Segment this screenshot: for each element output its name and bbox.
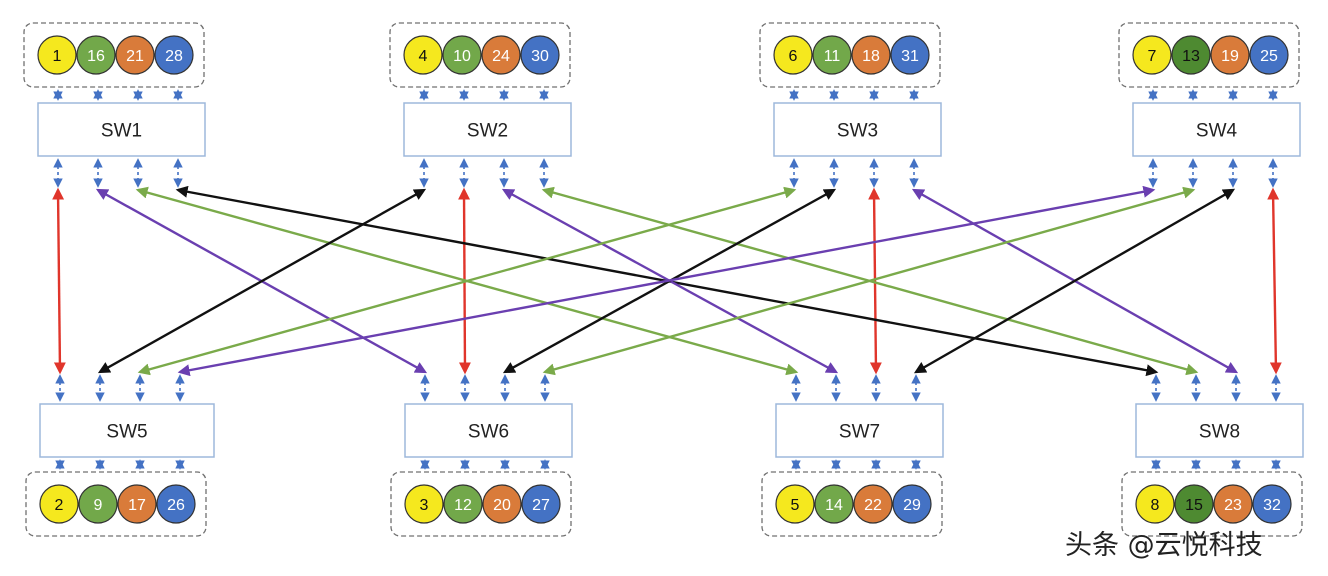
node-label-5: 5: [791, 497, 800, 514]
switch-box-sw1: [37, 102, 206, 157]
node-circle-25: [1249, 35, 1289, 75]
node-circle-6: [773, 35, 813, 75]
node-circle-21: [115, 35, 155, 75]
node-label-29: 29: [903, 497, 921, 514]
node-circle-32: [1252, 484, 1292, 524]
node-circle-18: [851, 35, 891, 75]
node-label-7: 7: [1148, 48, 1157, 65]
node-label-6: 6: [789, 48, 798, 65]
node-circle-16: [76, 35, 116, 75]
node-label-11: 11: [824, 48, 841, 65]
node-label-23: 23: [1224, 497, 1242, 514]
node-label-8: 8: [1151, 497, 1160, 514]
node-label-32: 32: [1263, 497, 1281, 514]
switch-box-sw7: [775, 403, 944, 458]
switch-label-sw7: SW7: [839, 422, 880, 443]
switch-box-sw8: [1135, 403, 1304, 458]
switch-box-sw2: [403, 102, 572, 157]
switch-box-sw3: [773, 102, 942, 157]
node-label-13: 13: [1182, 48, 1200, 65]
node-label-12: 12: [454, 497, 472, 514]
node-label-28: 28: [165, 48, 183, 65]
node-label-3: 3: [420, 497, 429, 514]
node-group-box-sw5: [25, 471, 207, 537]
node-label-1: 1: [53, 48, 62, 65]
node-group-box-sw8: [1121, 471, 1303, 537]
node-circle-24: [481, 35, 521, 75]
node-label-9: 9: [94, 497, 103, 514]
switch-label-sw3: SW3: [837, 121, 878, 142]
switch-label-sw1: SW1: [101, 121, 142, 142]
node-label-17: 17: [128, 497, 146, 514]
link-sw4-sw8: [1267, 187, 1282, 375]
watermark-text: 头条 @云悦科技: [1065, 530, 1263, 561]
switch-label-sw8: SW8: [1199, 422, 1240, 443]
node-label-16: 16: [87, 48, 105, 65]
node-label-15: 15: [1185, 497, 1203, 514]
node-label-30: 30: [531, 48, 549, 65]
node-circle-28: [154, 35, 194, 75]
node-circle-30: [520, 35, 560, 75]
node-circle-31: [890, 35, 930, 75]
node-circle-27: [521, 484, 561, 524]
node-group-box-sw3: [759, 22, 941, 88]
node-circle-8: [1135, 484, 1175, 524]
node-label-14: 14: [825, 497, 843, 514]
node-label-26: 26: [167, 497, 185, 514]
node-circle-3: [404, 484, 444, 524]
node-label-20: 20: [493, 497, 511, 514]
switch-label-sw6: SW6: [468, 422, 509, 443]
node-circle-2: [39, 484, 79, 524]
node-label-18: 18: [862, 48, 880, 65]
node-group-box-sw6: [390, 471, 572, 537]
node-circle-11: [812, 35, 852, 75]
node-circle-7: [1132, 35, 1172, 75]
node-circle-12: [443, 484, 483, 524]
node-circle-5: [775, 484, 815, 524]
node-circle-17: [117, 484, 157, 524]
node-label-24: 24: [492, 48, 510, 65]
switch-label-sw4: SW4: [1196, 121, 1238, 142]
node-group-box-sw4: [1118, 22, 1300, 88]
node-circle-4: [403, 35, 443, 75]
node-label-2: 2: [55, 497, 64, 514]
node-label-22: 22: [864, 497, 882, 514]
node-circle-15: [1174, 484, 1214, 524]
node-group-box-sw2: [389, 22, 571, 88]
node-label-21: 21: [126, 48, 144, 65]
node-circle-19: [1210, 35, 1250, 75]
switch-label-sw5: SW5: [106, 422, 147, 443]
node-circle-29: [892, 484, 932, 524]
node-circle-22: [853, 484, 893, 524]
node-group-box-sw1: [23, 22, 205, 88]
node-label-19: 19: [1221, 48, 1239, 65]
link-sw4-sw7: [913, 188, 1236, 374]
switch-box-sw4: [1132, 102, 1301, 157]
node-circle-14: [814, 484, 854, 524]
node-circle-23: [1213, 484, 1253, 524]
node-circle-10: [442, 35, 482, 75]
node-label-10: 10: [453, 48, 471, 65]
node-group-box-sw7: [761, 471, 943, 537]
switch-label-sw2: SW2: [467, 121, 508, 142]
node-circle-13: [1171, 35, 1211, 75]
node-label-25: 25: [1260, 48, 1278, 65]
link-sw1-sw5: [52, 187, 66, 375]
node-circle-20: [482, 484, 522, 524]
node-label-31: 31: [901, 48, 919, 65]
switch-box-sw6: [404, 403, 573, 458]
node-label-27: 27: [532, 497, 550, 514]
node-circle-1: [37, 35, 77, 75]
node-circle-9: [78, 484, 118, 524]
switch-box-sw5: [39, 403, 215, 458]
node-circle-26: [156, 484, 196, 524]
node-label-4: 4: [419, 48, 428, 65]
